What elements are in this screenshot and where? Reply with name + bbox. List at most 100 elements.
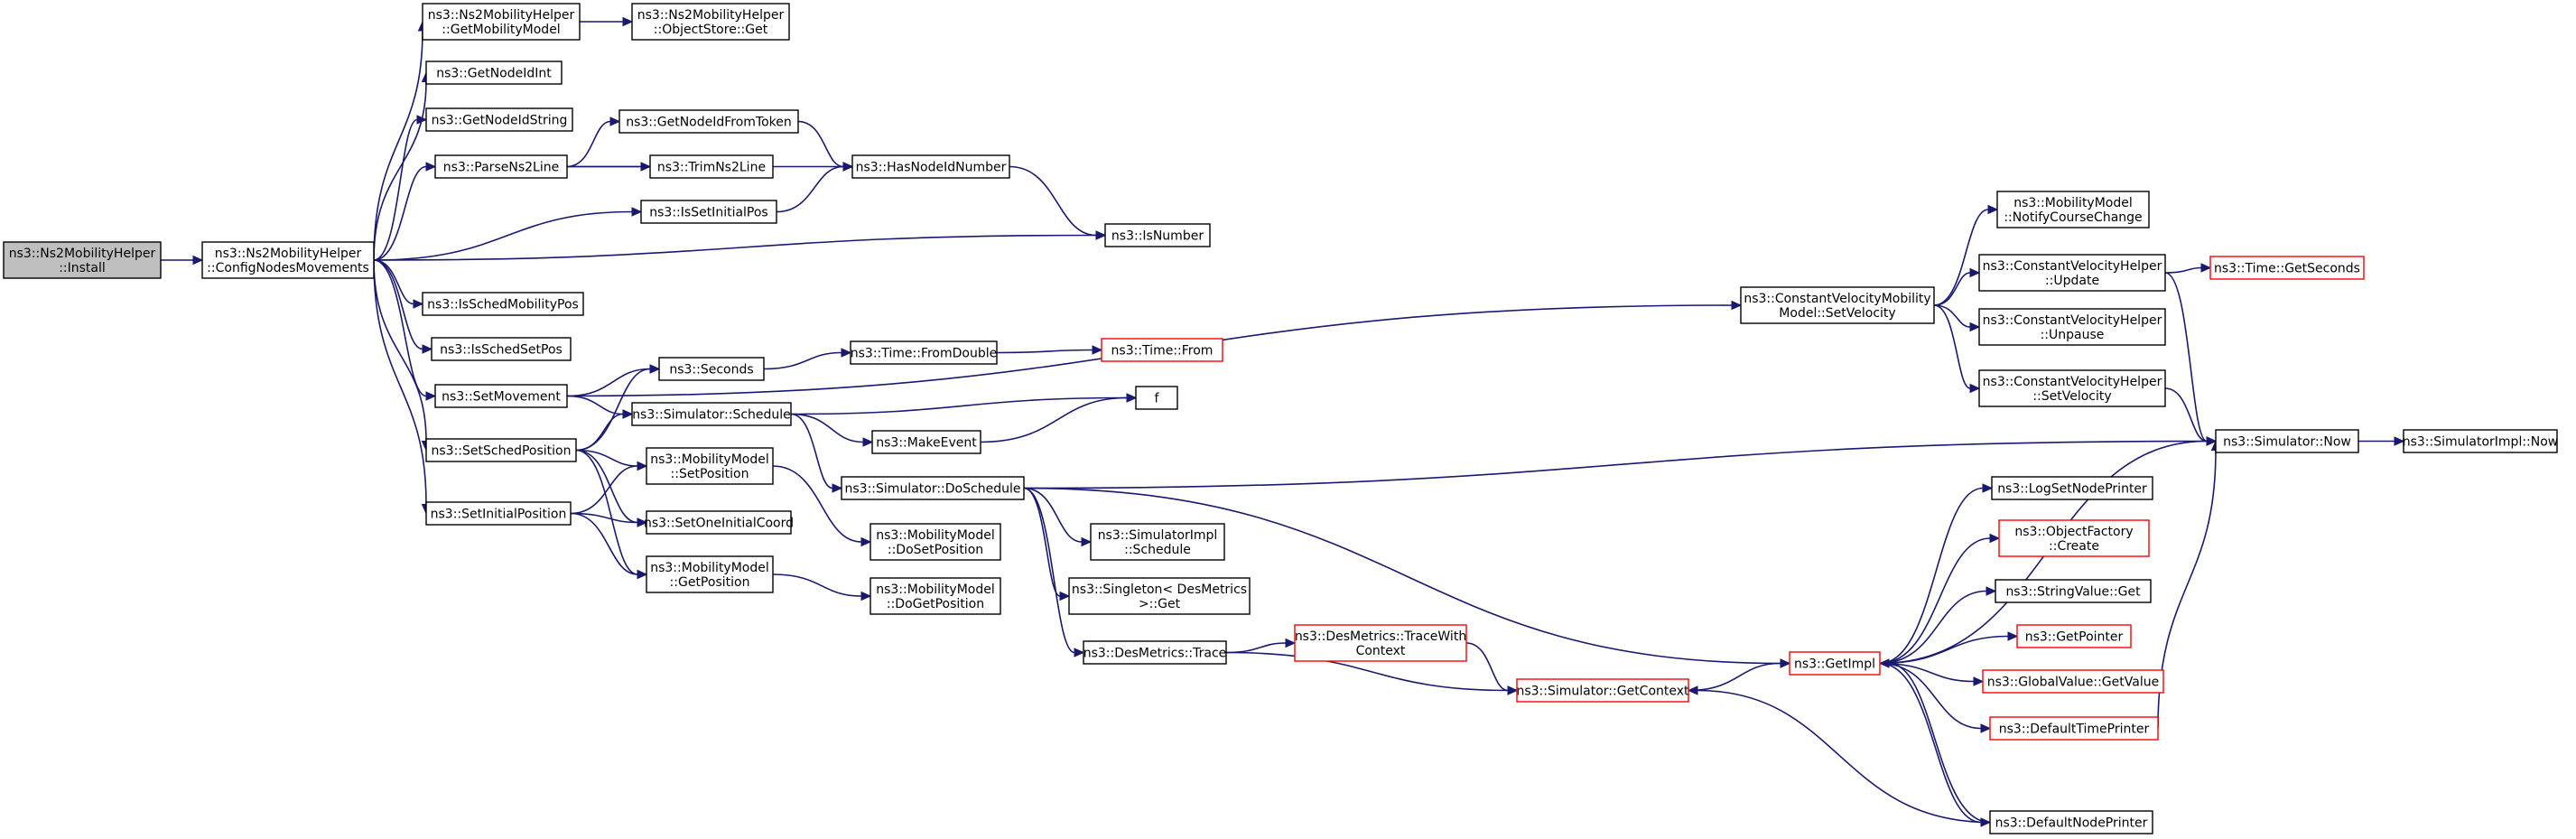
node-constantvelocityhelper-update[interactable]: ns3::ConstantVelocityHelper::Update <box>1978 254 2166 292</box>
edge-line <box>996 349 1093 354</box>
edge-line <box>575 449 638 467</box>
node-label: ns3::LogSetNodePrinter <box>1997 482 2147 497</box>
arrowhead-icon <box>860 591 872 601</box>
node-box <box>1996 191 2150 228</box>
edge-n1-n5 <box>373 115 428 261</box>
node-globalvalue-getvalue[interactable]: ns3::GlobalValue::GetValue <box>1982 669 2164 694</box>
node-constantvelocityhelper-unpause[interactable]: ns3::ConstantVelocityHelper::Unpause <box>1978 308 2166 346</box>
node-setinitialposition[interactable]: ns3::SetInitialPosition <box>425 501 572 526</box>
node-label: ns3::Simulator::DoSchedule <box>845 482 1021 497</box>
edge-line <box>570 512 638 575</box>
node-stringvalue-get[interactable]: ns3::StringValue::Get <box>1995 579 2152 603</box>
node-f[interactable]: f <box>1135 386 1178 410</box>
node-simulatorimpl-now[interactable]: ns3::SimulatorImpl::Now <box>2403 429 2559 453</box>
node-time-fromdouble[interactable]: ns3::Time::FromDouble <box>850 340 998 365</box>
node-isschedsetpos[interactable]: ns3::IsSchedSetPos <box>431 337 572 361</box>
node-constantvelocityhelper-setvelocity[interactable]: ns3::ConstantVelocityHelper::SetVelocity <box>1978 369 2166 407</box>
node-ns2mobilityhelper-objectstore-get[interactable]: ns3::Ns2MobilityHelper::ObjectStore::Get <box>631 3 790 41</box>
node-desmetrics-trace[interactable]: ns3::DesMetrics::Trace <box>1083 640 1227 665</box>
node-box <box>434 384 568 408</box>
node-ns2mobilityhelper-confignodesmovements[interactable]: ns3::Ns2MobilityHelper::ConfigNodesMovem… <box>201 241 375 279</box>
node-issetinitialpos[interactable]: ns3::IsSetInitialPos <box>640 200 777 224</box>
node-getnodeidfromtoken[interactable]: ns3::GetNodeIdFromToken <box>618 109 799 134</box>
node-mobilitymodel-setposition[interactable]: ns3::MobilityModel::SetPosition <box>646 447 774 485</box>
edge-n16-n20 <box>570 512 648 527</box>
node-parsens2line[interactable]: ns3::ParseNs2Line <box>434 154 568 179</box>
node-box <box>646 447 774 485</box>
node-label: ns3::DefaultTimePrinter <box>1999 722 2150 737</box>
edge-n34-n36 <box>1933 267 1981 306</box>
edge-line <box>1225 642 1287 654</box>
edge-n18-n25 <box>790 393 1138 415</box>
node-isnumber[interactable]: ns3::IsNumber <box>1104 223 1211 247</box>
node-constantvelocitymobilitymodel-setvelocity[interactable]: ns3::ConstantVelocityMobilityModel::SetV… <box>1740 286 1935 324</box>
node-mobilitymodel-dogetposition[interactable]: ns3::MobilityModel::DoGetPosition <box>870 577 1001 615</box>
node-isschedmobilitypos[interactable]: ns3::IsSchedMobilityPos <box>422 292 584 316</box>
node-logsetnodeprinter[interactable]: ns3::LogSetNodePrinter <box>1991 476 2153 500</box>
node-box <box>640 200 777 224</box>
node-mobilitymodel-notifycoursechange[interactable]: ns3::MobilityModel::NotifyCourseChange <box>1996 191 2150 228</box>
node-box <box>1104 223 1211 247</box>
node-label: Context <box>1356 644 1406 658</box>
node-setschedposition[interactable]: ns3::SetSchedPosition <box>425 438 577 462</box>
node-simulator-getcontext[interactable]: ns3::Simulator::GetContext <box>1516 678 1689 703</box>
edge-n19-n27 <box>772 465 872 547</box>
node-label: ::ConfigNodesMovements <box>207 261 369 275</box>
edge-n42-n45 <box>1879 586 1997 665</box>
node-singleton-desmetrics-get[interactable]: ns3::Singleton< DesMetrics >::Get <box>1068 577 1251 615</box>
node-label: ns3::SetMovement <box>442 390 561 405</box>
node-mobilitymodel-dosetposition[interactable]: ns3::MobilityModel::DoSetPosition <box>870 523 1001 561</box>
edge-line <box>1933 209 1989 306</box>
node-hasnodeidnumber[interactable]: ns3::HasNodeIdNumber <box>851 154 1010 179</box>
arrowhead-icon <box>2394 436 2405 446</box>
node-box <box>2209 256 2365 280</box>
node-getnodeidstring[interactable]: ns3::GetNodeIdString <box>425 107 573 132</box>
node-seconds[interactable]: ns3::Seconds <box>658 357 765 381</box>
edge-n1-n10 <box>373 207 643 261</box>
node-time-getseconds[interactable]: ns3::Time::GetSeconds <box>2209 256 2365 280</box>
node-simulator-now[interactable]: ns3::Simulator::Now <box>2215 429 2359 453</box>
edge-line <box>1879 590 1987 665</box>
node-time-from[interactable]: ns3::Time::From <box>1101 338 1223 362</box>
node-box <box>870 523 1001 561</box>
edge-n34-n35 <box>1933 204 1999 306</box>
node-makeevent[interactable]: ns3::MakeEvent <box>871 430 981 454</box>
node-getnodeidint[interactable]: ns3::GetNodeIdInt <box>425 61 563 85</box>
edge-n33-n42 <box>1688 658 1791 692</box>
node-label: ns3::ObjectFactory <box>2014 525 2133 539</box>
node-getpointer[interactable]: ns3::GetPointer <box>2016 624 2132 648</box>
node-label: ns3::SimulatorImpl <box>1098 528 1218 543</box>
edge-n26-n29 <box>1023 487 1093 547</box>
node-defaultnodeprinter[interactable]: ns3::DefaultNodePrinter <box>1989 810 2153 834</box>
node-defaulttimeprinter[interactable]: ns3::DefaultTimePrinter <box>1989 716 2159 741</box>
node-label: ns3::Ns2MobilityHelper <box>215 247 362 261</box>
node-simulator-doschedule[interactable]: ns3::Simulator::DoSchedule <box>841 476 1025 500</box>
node-label: ns3::MobilityModel <box>2013 196 2133 210</box>
edge-line <box>776 165 844 213</box>
edge-line <box>980 396 1128 443</box>
edge-n16-n19 <box>570 461 648 515</box>
node-setoneinitialcoord[interactable]: ns3::SetOneInitialCoord <box>644 510 794 535</box>
node-box <box>425 501 572 526</box>
node-box <box>2215 429 2359 453</box>
node-box <box>841 476 1025 500</box>
arrowhead-icon <box>425 391 437 401</box>
arrowhead-icon <box>422 344 433 354</box>
node-getimpl[interactable]: ns3::GetImpl <box>1789 651 1881 676</box>
arrowhead-icon <box>1507 685 1519 695</box>
node-mobilitymodel-getposition[interactable]: ns3::MobilityModel::GetPosition <box>646 555 774 593</box>
node-simulator-schedule[interactable]: ns3::Simulator::Schedule <box>631 402 792 426</box>
node-simulatorimpl-schedule[interactable]: ns3::SimulatorImpl::Schedule <box>1090 523 1225 561</box>
node-ns2mobilityhelper-getmobilitymodel[interactable]: ns3::Ns2MobilityHelper::GetMobilityModel <box>422 3 581 41</box>
edge-n1-n11 <box>373 230 1107 261</box>
node-label: ns3::IsSetInitialPos <box>649 206 767 220</box>
node-objectfactory-create[interactable]: ns3::ObjectFactory::Create <box>1998 519 2150 557</box>
edge-line <box>2164 266 2202 274</box>
node-label: ns3::Simulator::Schedule <box>632 408 791 423</box>
edge-n15-n18 <box>575 409 634 452</box>
node-label: ns3::ConstantVelocityMobility <box>1744 292 1930 306</box>
arrowhead-icon <box>1969 383 1981 394</box>
node-setmovement[interactable]: ns3::SetMovement <box>434 384 568 408</box>
node-trimns2line[interactable]: ns3::TrimNs2Line <box>649 154 774 179</box>
